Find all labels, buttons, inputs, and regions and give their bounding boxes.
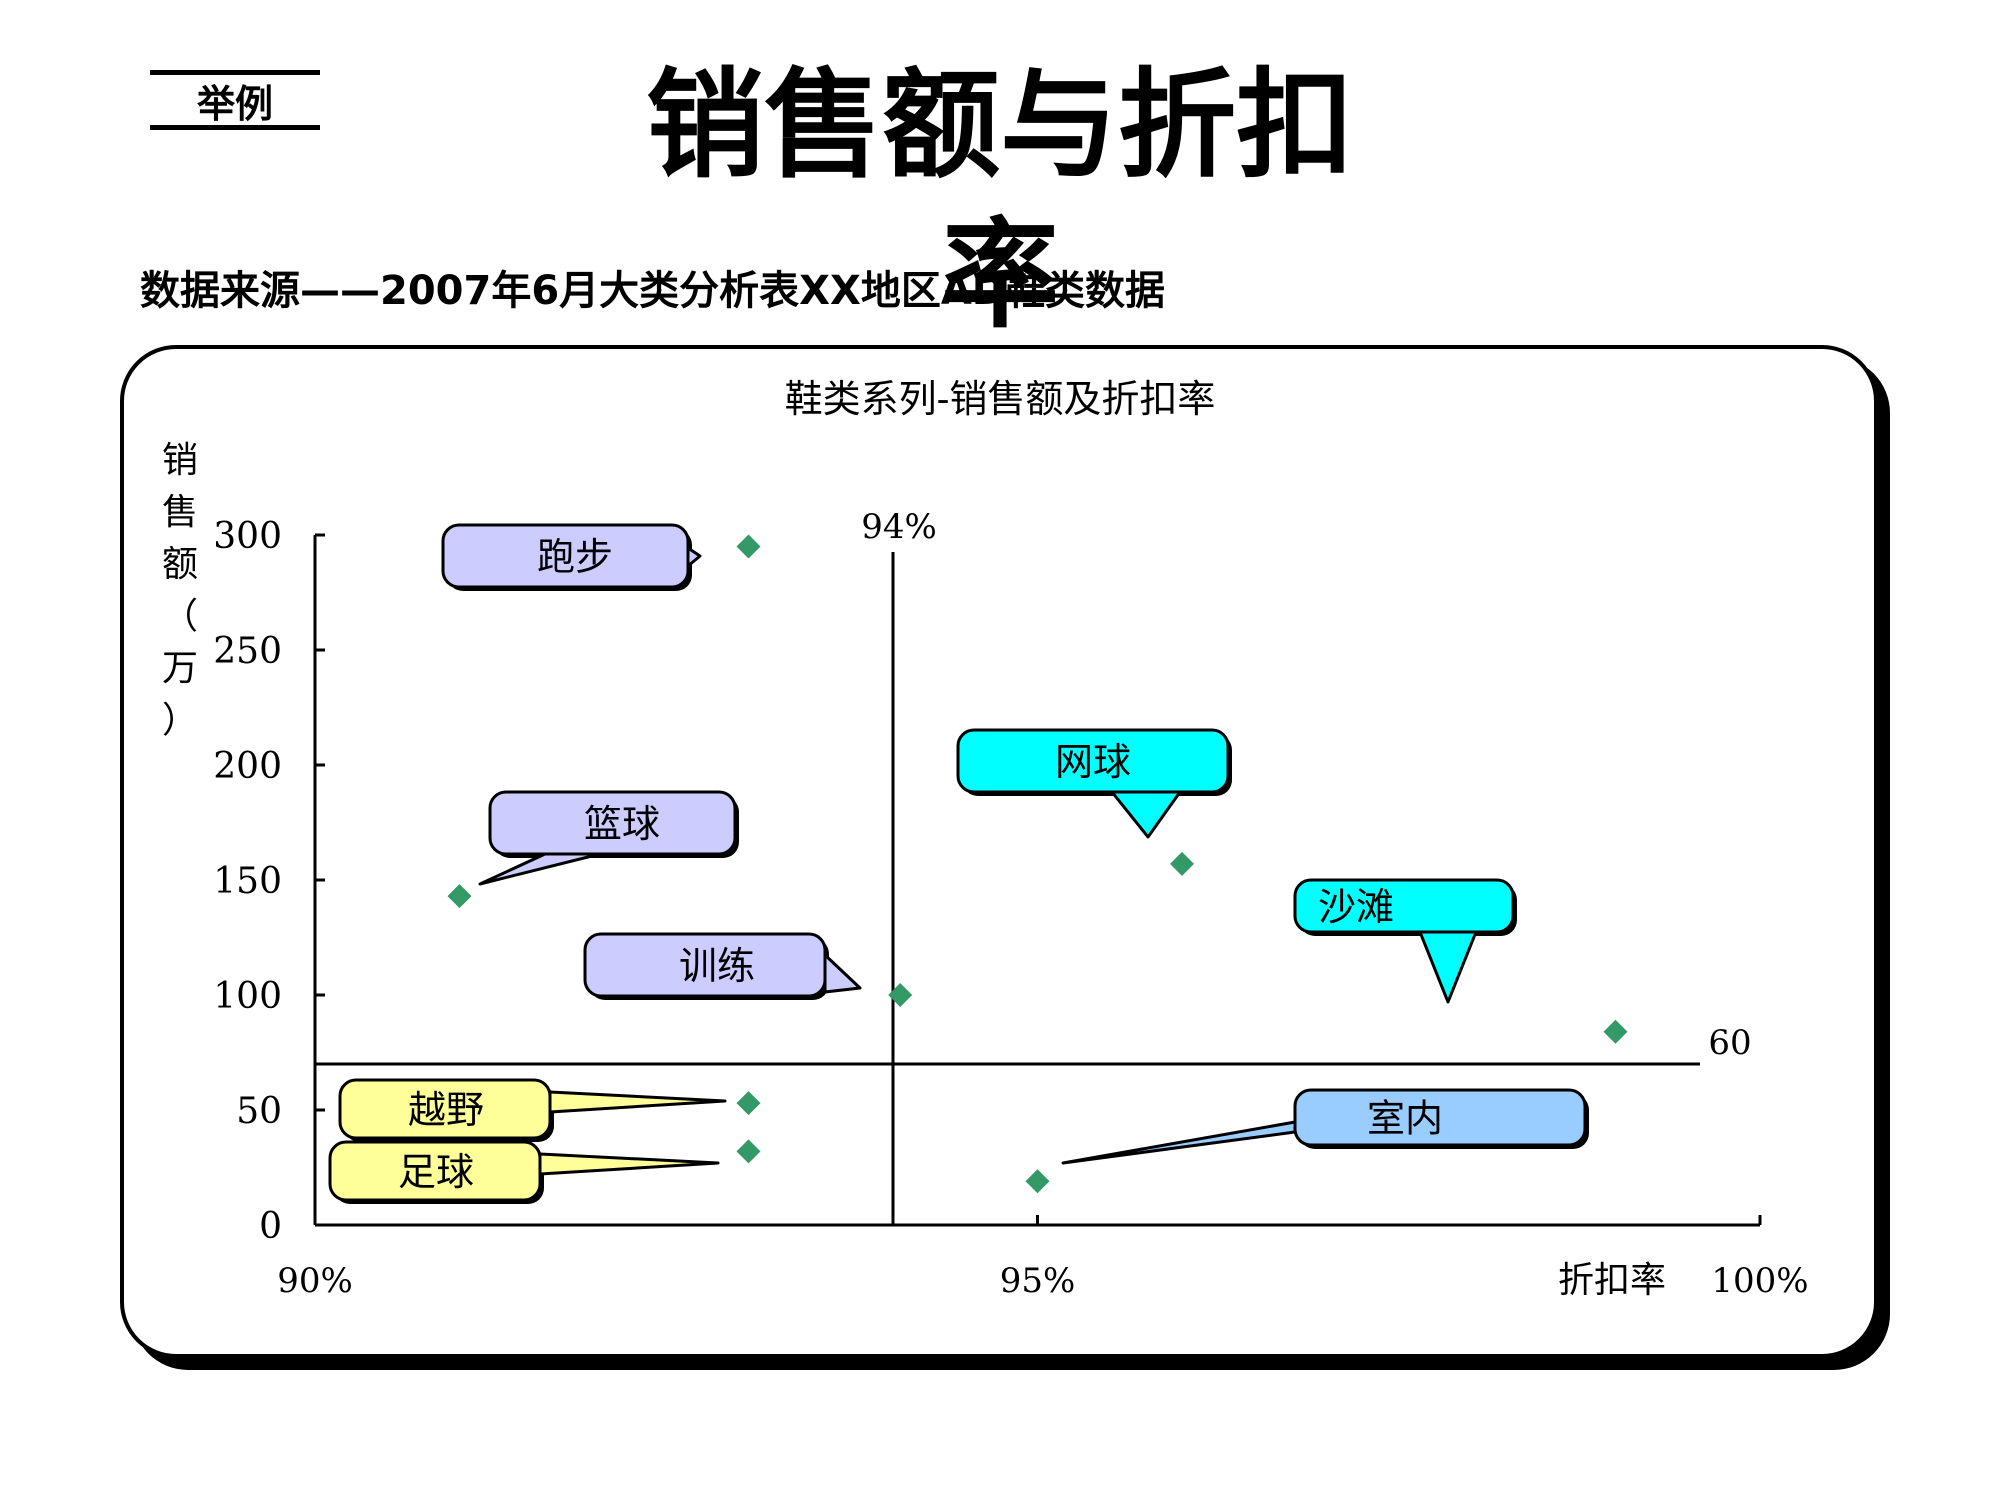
x-tick-label: 100%	[1711, 1261, 1808, 1301]
callout-pointer	[1418, 930, 1478, 1004]
callout-label: 室内	[1367, 1097, 1443, 1141]
data-point-marker	[888, 983, 913, 1007]
callout-室内: 室内	[1061, 1088, 1589, 1165]
callout-label: 网球	[1055, 740, 1131, 784]
callout-pointer	[548, 1090, 727, 1114]
callout-label: 沙滩	[1318, 885, 1394, 929]
y-axis-label-char: 售	[162, 492, 198, 533]
y-tick-label: 200	[213, 746, 282, 787]
y-tick-label: 100	[213, 976, 282, 1017]
reference-line-vertical-label: 94%	[861, 507, 937, 547]
data-point-marker	[1603, 1019, 1628, 1044]
y-tick-label: 300	[213, 516, 282, 557]
y-axis-label: 销售额 （ 万 ）	[162, 440, 198, 741]
callout-pointer	[538, 1152, 720, 1176]
callout-box	[328, 1140, 542, 1202]
y-axis-label-char: ）	[162, 700, 198, 741]
callout-足球: 足球	[328, 1140, 720, 1204]
y-tick-label: 150	[213, 861, 282, 902]
y-tick-label: 0	[259, 1206, 282, 1247]
x-tick-label: 90%	[277, 1261, 353, 1301]
callout-label: 篮球	[584, 802, 660, 846]
callout-box	[338, 1078, 552, 1140]
callout-pointer	[823, 953, 862, 994]
page-title: 销售额与折扣率	[645, 56, 1354, 344]
callout-label: 跑步	[537, 535, 613, 579]
callout-box	[956, 728, 1230, 794]
y-axis-label-char: （	[162, 596, 198, 637]
callout-label: 足球	[398, 1150, 474, 1194]
callout-pointer	[1110, 790, 1182, 839]
y-tick-label: 50	[236, 1091, 282, 1132]
data-point-marker	[1025, 1169, 1050, 1194]
callout-篮球: 篮球	[478, 790, 739, 886]
callout-pointer	[478, 852, 602, 886]
callout-网球: 网球	[956, 728, 1232, 839]
data-point-marker	[1170, 851, 1194, 876]
callout-label: 训练	[679, 944, 755, 988]
reference-line-horizontal-label: 60	[1708, 1023, 1751, 1063]
data-point-marker	[447, 884, 472, 909]
data-point-marker	[736, 534, 761, 559]
data-point-marker	[736, 1091, 761, 1116]
data-source-note: 数据来源——2007年6月大类分析表XX地区AD鞋类数据	[140, 268, 1165, 314]
callout-label: 越野	[408, 1088, 484, 1132]
chart-title: 鞋类系列-销售额及折扣率	[785, 377, 1216, 421]
callout-pointer	[1061, 1120, 1297, 1165]
callout-沙滩: 沙滩	[1293, 878, 1517, 1004]
callout-box	[1293, 1088, 1587, 1147]
callout-pointer	[686, 546, 702, 568]
x-axis-label: 折扣率	[1558, 1260, 1666, 1301]
callout-box	[488, 790, 737, 856]
example-tag: 举例	[150, 70, 320, 130]
callout-跑步: 跑步	[441, 523, 702, 591]
callout-box	[583, 932, 827, 998]
callout-训练: 训练	[583, 932, 862, 1000]
y-axis-label-char: 额	[162, 544, 198, 585]
y-axis-label-char: 销	[162, 440, 198, 481]
callout-box	[441, 523, 690, 589]
y-tick-label: 250	[213, 631, 282, 672]
x-tick-label: 95%	[1000, 1261, 1076, 1301]
callout-box	[1293, 878, 1515, 934]
callout-越野: 越野	[338, 1078, 727, 1142]
y-axis-label-char: 万	[162, 648, 198, 689]
data-point-marker	[736, 1139, 761, 1164]
